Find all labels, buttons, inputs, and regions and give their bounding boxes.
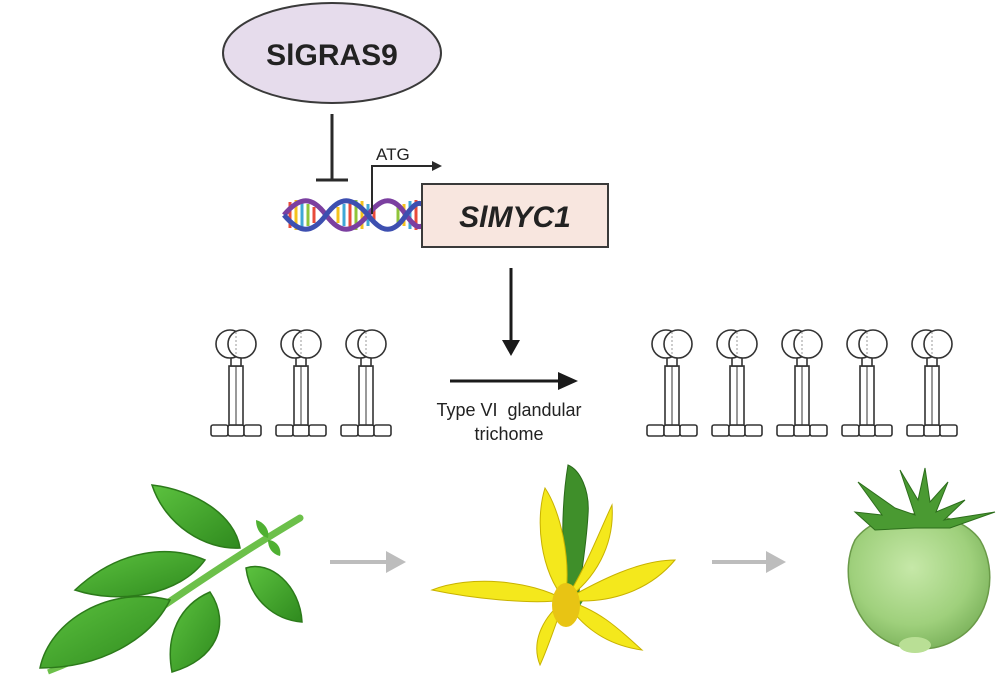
start-codon-label: ATG [376, 145, 410, 164]
trichome-icon [776, 329, 828, 437]
regulator-node: SlGRAS9 [222, 2, 442, 104]
trichome-icon [711, 329, 763, 437]
trichome-group-before [210, 329, 392, 437]
stage-arrow-2 [712, 551, 786, 573]
flower-icon [430, 464, 677, 667]
trichome-icon [210, 329, 262, 437]
gene-label: SlMYC1 [459, 201, 571, 234]
gene-box: SlMYC1 [421, 183, 609, 248]
stage-arrow-1 [330, 551, 406, 573]
trichome-group-after [646, 329, 958, 437]
arrow-right-icon [450, 372, 578, 390]
trichome-caption-line2: trichome [474, 424, 543, 444]
transcription-start-arrow: ATG [371, 145, 442, 214]
trichome-icon [275, 329, 327, 437]
trichome-icon [841, 329, 893, 437]
dna-helix-icon [282, 198, 424, 232]
trichome-icon [906, 329, 958, 437]
trichome-icon [646, 329, 698, 437]
trichome-caption-line1: Type VI glandular [436, 400, 581, 420]
tomato-fruit-icon [847, 467, 996, 653]
leaf-icon [39, 484, 304, 675]
arrow-down-icon [502, 268, 520, 356]
regulator-label: SlGRAS9 [266, 39, 398, 72]
inhibition-bar-icon [316, 114, 348, 182]
trichome-icon [340, 329, 392, 437]
